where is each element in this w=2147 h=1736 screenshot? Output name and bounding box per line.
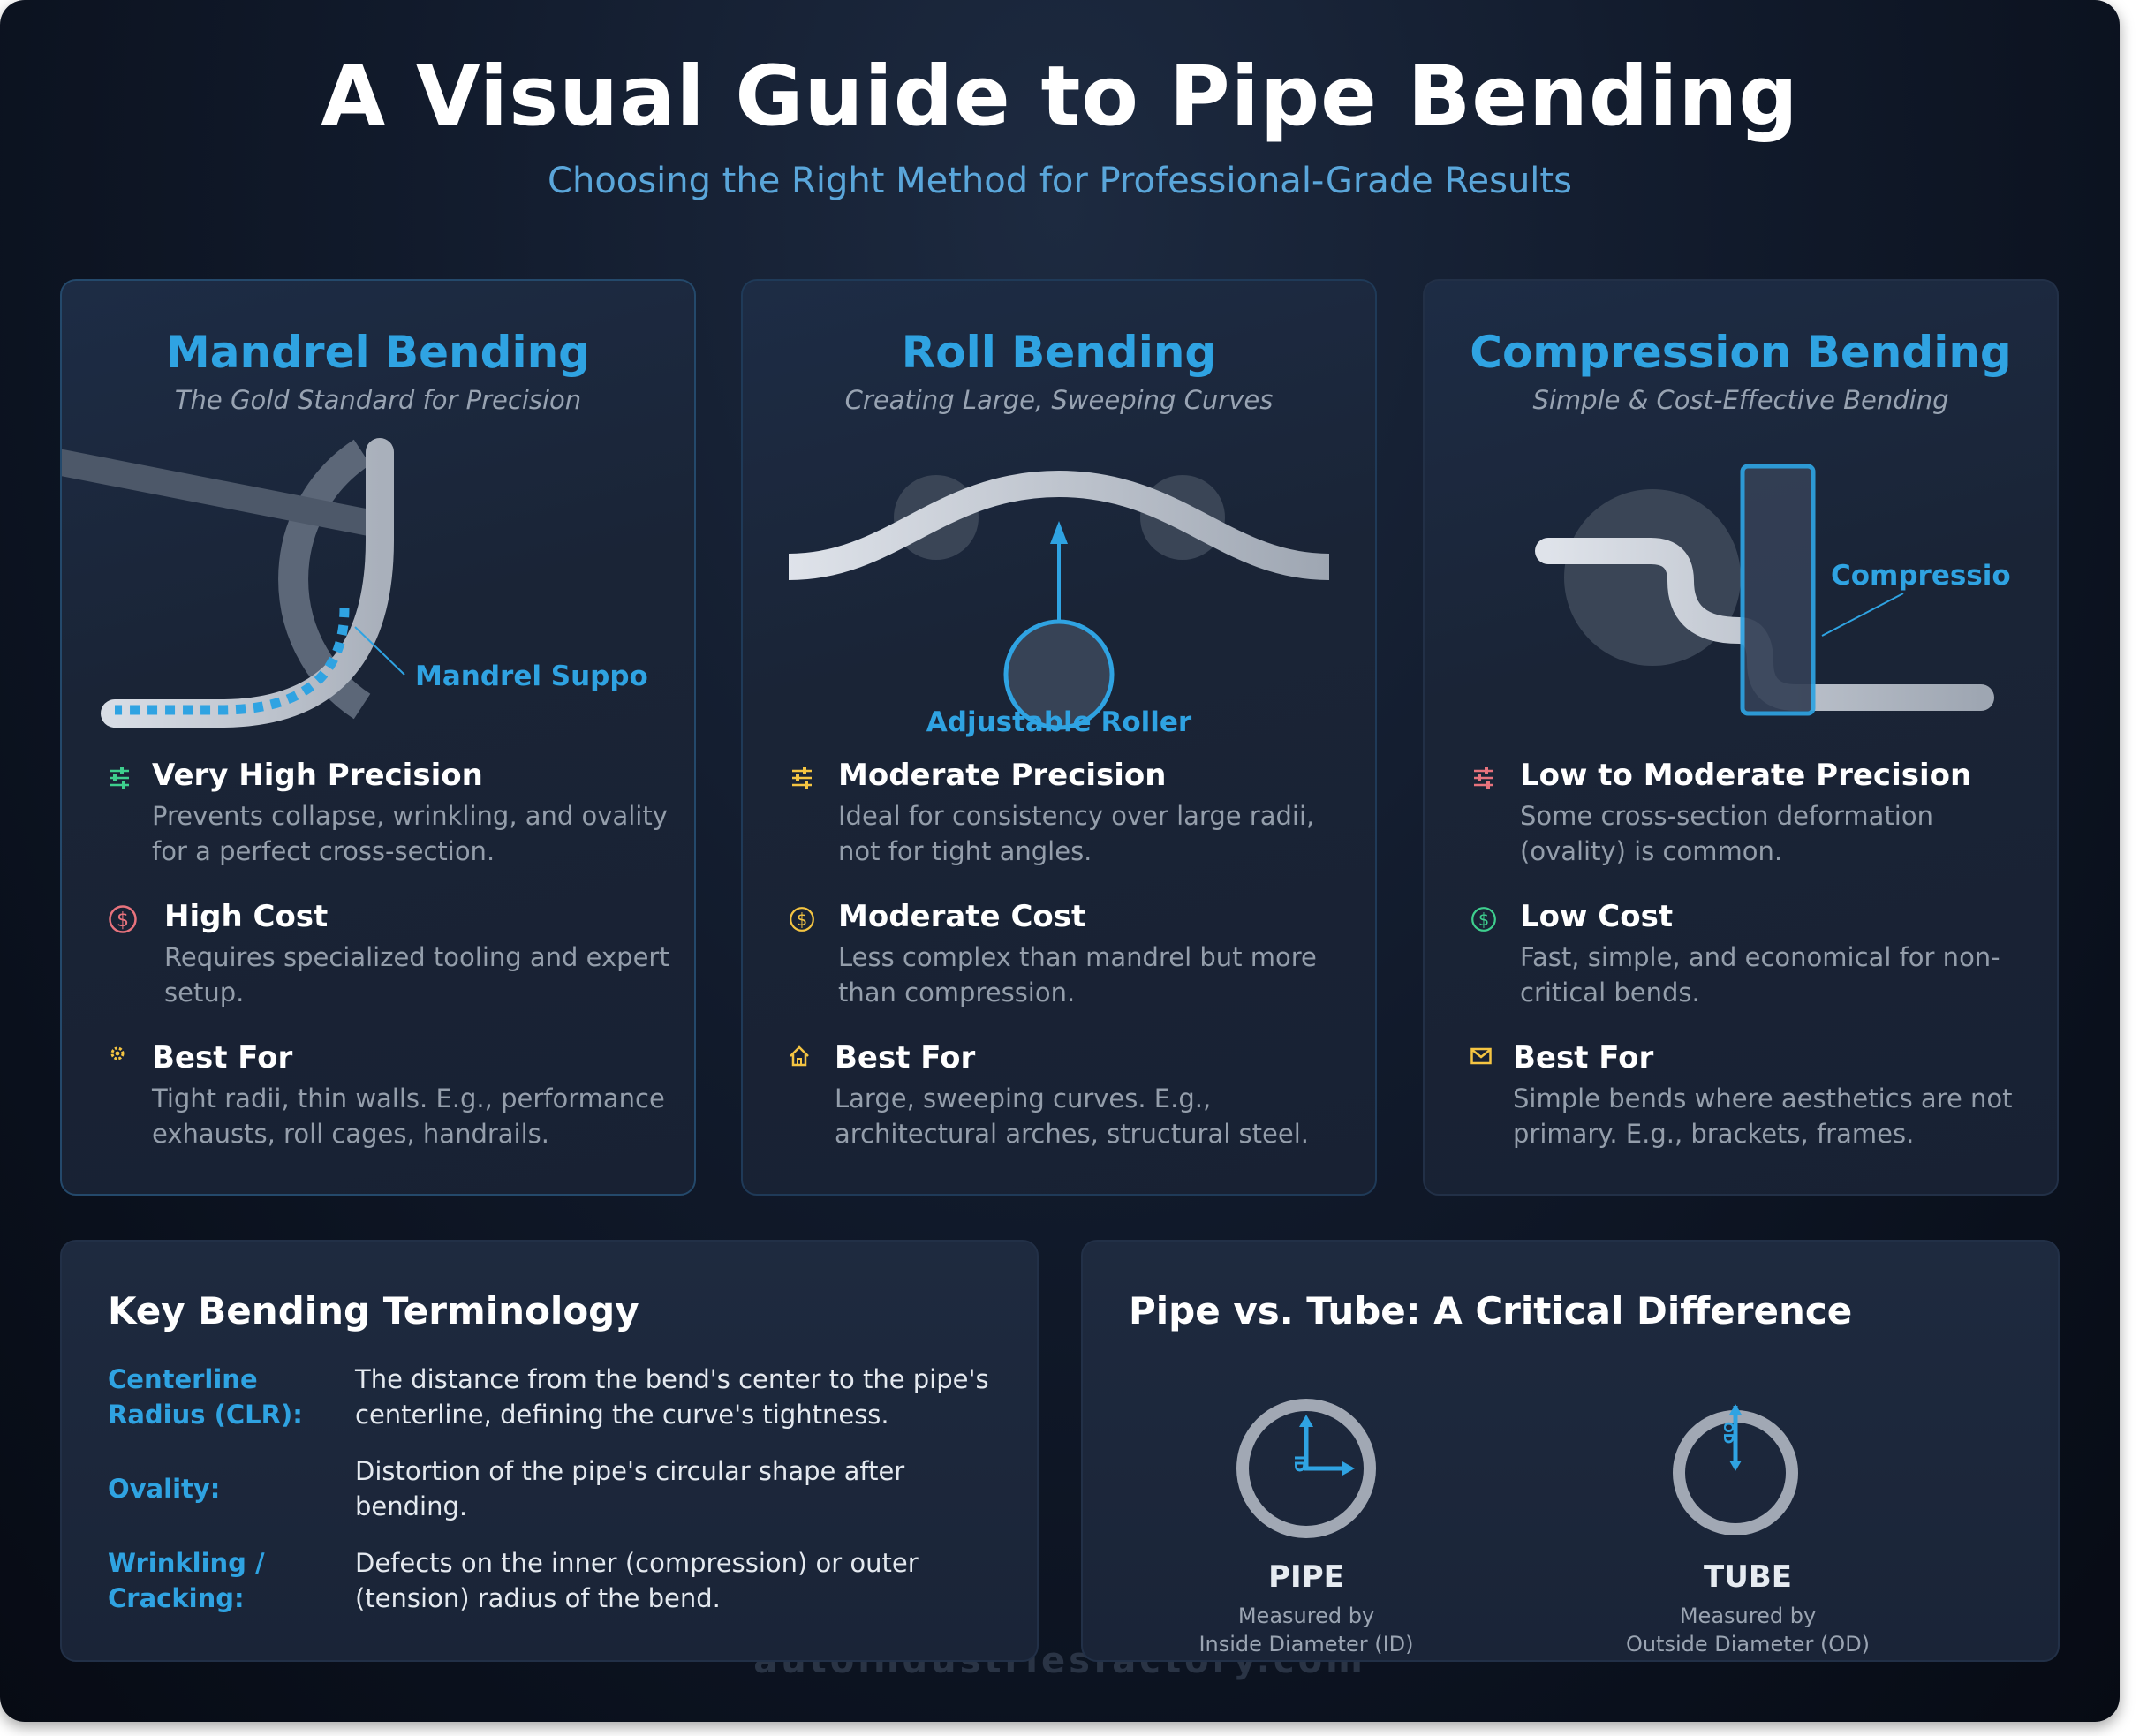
svg-text:OD: OD: [1720, 1422, 1736, 1444]
card-subtitle: Creating Large, Sweeping Curves: [844, 385, 1274, 415]
feature-title: Moderate Precision: [838, 758, 1167, 793]
gear-icon: [110, 1046, 125, 1060]
svg-text:$: $: [797, 910, 807, 930]
adjustable-roller: [1003, 619, 1115, 730]
feature-title: Best For: [835, 1040, 976, 1076]
pipe-measure-text: Measured by: [1237, 1604, 1375, 1628]
feature-desc: Simple bends where aesthetics are not pr…: [1513, 1083, 2013, 1149]
card-title: Compression Bending: [1470, 327, 2012, 378]
feature-title: Low Cost: [1520, 899, 1674, 934]
feature-desc: Tight radii, thin walls. E.g., performan…: [152, 1083, 665, 1149]
pipe-measure-basis: Inside Diameter (ID): [1198, 1632, 1414, 1657]
feature-desc: Fast, simple, and economical for non-cri…: [1520, 942, 2000, 1008]
mandrel-bending-diagram: Mandrel Suppo: [62, 438, 648, 728]
feature-title: Best For: [1513, 1040, 1654, 1076]
tube-label: TUBE: [1704, 1559, 1792, 1595]
mandrel-support-label: Mandrel Suppo: [415, 660, 648, 692]
roll-bending-diagram: Adjustable Roller: [788, 470, 1330, 738]
term-definition: Defects on the inner (compression) or ou…: [355, 1548, 919, 1613]
feature-desc: Requires specialized tooling and expert …: [164, 942, 669, 1008]
svg-text:$: $: [117, 910, 129, 932]
tube-measure-basis: Outside Diameter (OD): [1625, 1632, 1871, 1657]
svg-text:$: $: [1478, 910, 1489, 930]
compression-label-leader: [1821, 593, 1904, 637]
clamp-arm: [62, 449, 382, 536]
feature-title: Best For: [152, 1040, 293, 1076]
panel-title: Pipe vs. Tube: A Critical Difference: [1129, 1289, 1853, 1332]
term-definition: Distortion of the pipe's circular shape …: [355, 1456, 905, 1521]
compression-shoe: [1740, 464, 1816, 716]
home-icon: [790, 1045, 809, 1067]
tube-measure-text: Measured by: [1679, 1604, 1817, 1628]
roller-push-arrowhead: [1050, 521, 1068, 544]
rolled-pipe: [788, 470, 1330, 580]
dollar-icon: $: [109, 905, 137, 933]
sliders-icon: [792, 767, 812, 789]
sliders-icon: [1474, 767, 1493, 789]
card-title: Roll Bending: [901, 327, 1217, 378]
feature-title: Very High Precision: [152, 758, 483, 793]
dollar-icon: $: [1471, 907, 1496, 932]
bent-pipe: [101, 438, 394, 728]
mandrel-label-leader: [354, 626, 405, 676]
dollar-icon: $: [790, 907, 814, 932]
roll-bending-card: Roll Bending Creating Large, Sweeping Cu…: [741, 279, 1377, 1196]
pipe-vs-tube-panel: Pipe vs. Tube: A Critical Difference ID …: [1081, 1240, 2060, 1662]
svg-text:ID: ID: [1291, 1455, 1308, 1472]
card-title: Mandrel Bending: [166, 327, 590, 378]
pipe-cross-section-icon: ID: [1236, 1399, 1376, 1538]
sliders-icon: [110, 767, 129, 789]
compression-bending-diagram: Compressio: [1535, 464, 2011, 716]
compression-label: Compressio: [1831, 560, 2011, 592]
feature-desc: Prevents collapse, wrinkling, and ovalit…: [152, 801, 668, 866]
term-name: Wrinkling / Cracking:: [108, 1548, 265, 1613]
page-title: A Visual Guide to Pipe Bending: [321, 49, 1799, 145]
feature-desc: Large, sweeping curves. E.g., architectu…: [835, 1083, 1309, 1149]
pipe-label: PIPE: [1268, 1559, 1344, 1595]
infographic-frame: A Visual Guide to Pipe Bending Choosing …: [0, 0, 2120, 1722]
mail-icon: [1470, 1047, 1492, 1065]
feature-title: Moderate Cost: [838, 899, 1086, 934]
term-name: Ovality:: [108, 1474, 221, 1504]
page-subtitle: Choosing the Right Method for Profession…: [548, 161, 1572, 201]
term-definition: The distance from the bend's center to t…: [355, 1364, 989, 1430]
feature-desc: Ideal for consistency over large radii, …: [838, 801, 1315, 866]
mandrel-bending-card: Mandrel Bending The Gold Standard for Pr…: [60, 279, 696, 1196]
mandrel-support-beads: [115, 607, 350, 715]
compression-bending-card: Compression Bending Simple & Cost-Effect…: [1423, 279, 2059, 1196]
feature-desc: Some cross-section deformation (ovality)…: [1520, 801, 1933, 866]
adjustable-roller-label: Adjustable Roller: [926, 706, 1192, 738]
feature-title: High Cost: [164, 899, 329, 934]
card-subtitle: The Gold Standard for Precision: [174, 385, 582, 415]
panel-title: Key Bending Terminology: [108, 1289, 639, 1332]
terminology-panel: Key Bending Terminology Centerline Radiu…: [60, 1240, 1039, 1662]
feature-title: Low to Moderate Precision: [1520, 758, 1972, 793]
card-subtitle: Simple & Cost-Effective Bending: [1532, 385, 1949, 415]
tube-cross-section-icon: OD: [1673, 1404, 1798, 1535]
feature-desc: Less complex than mandrel but more than …: [838, 942, 1317, 1008]
term-name: Centerline Radius (CLR):: [108, 1364, 303, 1430]
